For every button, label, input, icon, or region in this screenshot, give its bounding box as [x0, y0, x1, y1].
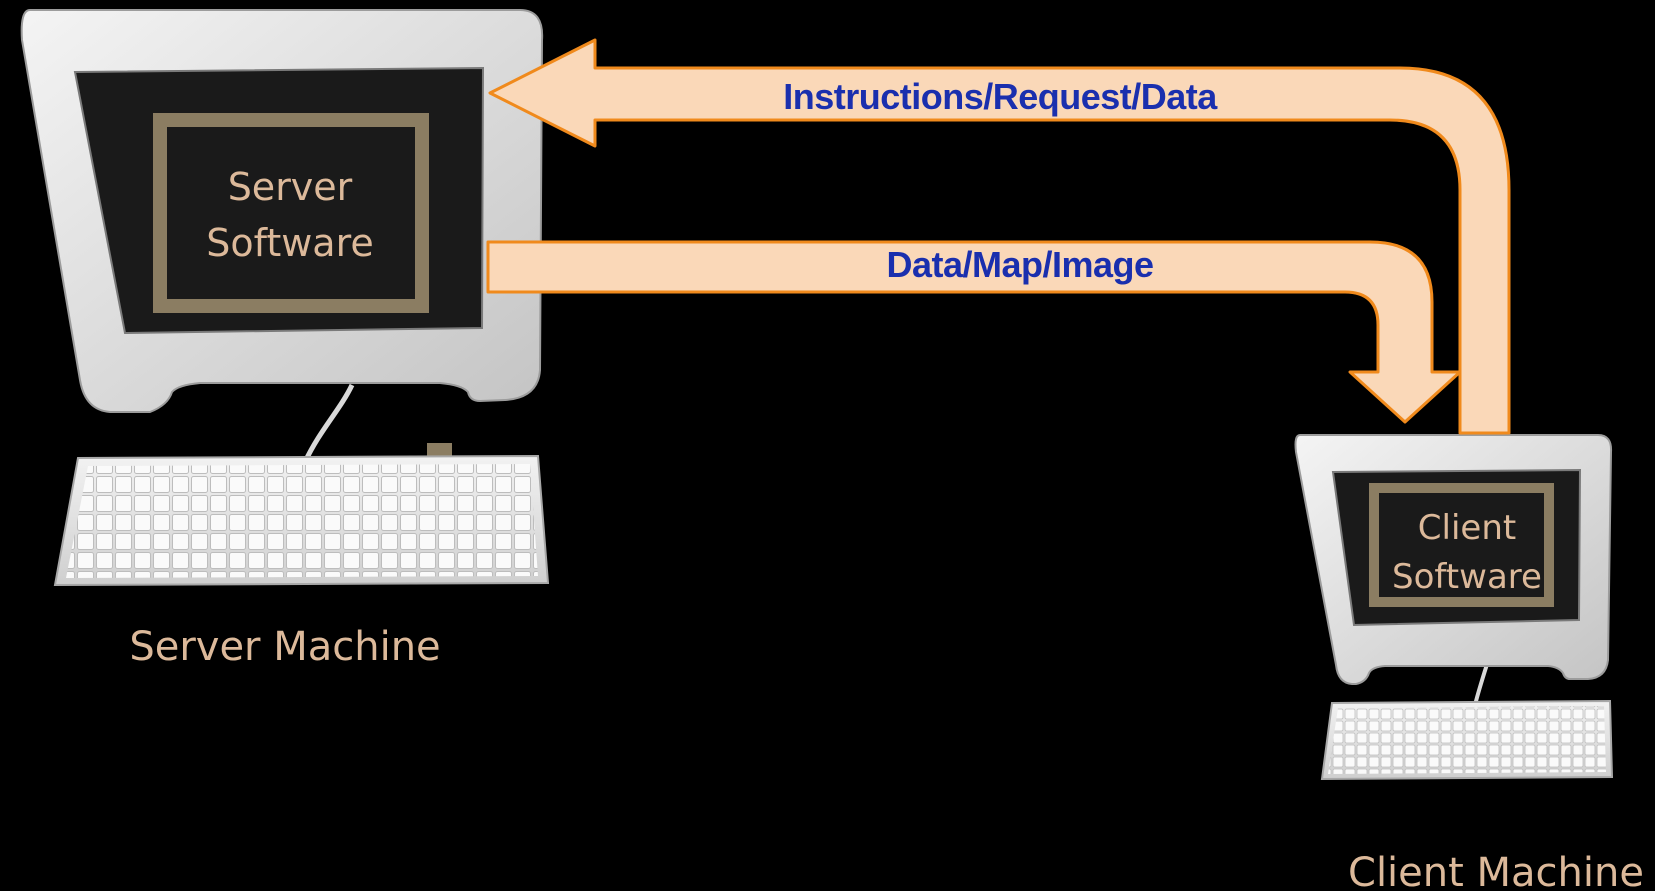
- server-software-frame: [153, 113, 429, 313]
- response-arrow-label: Data/Map/Image: [886, 244, 1153, 285]
- server-software-label-line1: Server: [228, 165, 353, 209]
- server-machine: Server Software Server Machine: [20, 9, 550, 670]
- client-software-label-line2: Software: [1392, 557, 1542, 597]
- response-arrow: [486, 240, 1462, 424]
- server-keyboard-keys: [66, 464, 538, 578]
- client-machine-caption: Client Machine: [1348, 850, 1644, 891]
- request-arrow-label: Instructions/Request/Data: [783, 76, 1218, 117]
- client-keyboard-keys: [1328, 706, 1606, 774]
- server-cable: [302, 383, 355, 464]
- server-software-label-line2: Software: [206, 221, 374, 265]
- client-software-label-line1: Client: [1418, 508, 1516, 548]
- client-machine: Client Software Client Machine: [1294, 434, 1644, 891]
- server-machine-caption: Server Machine: [129, 624, 440, 670]
- request-arrow: [488, 38, 1511, 435]
- client-software-frame: [1369, 483, 1554, 607]
